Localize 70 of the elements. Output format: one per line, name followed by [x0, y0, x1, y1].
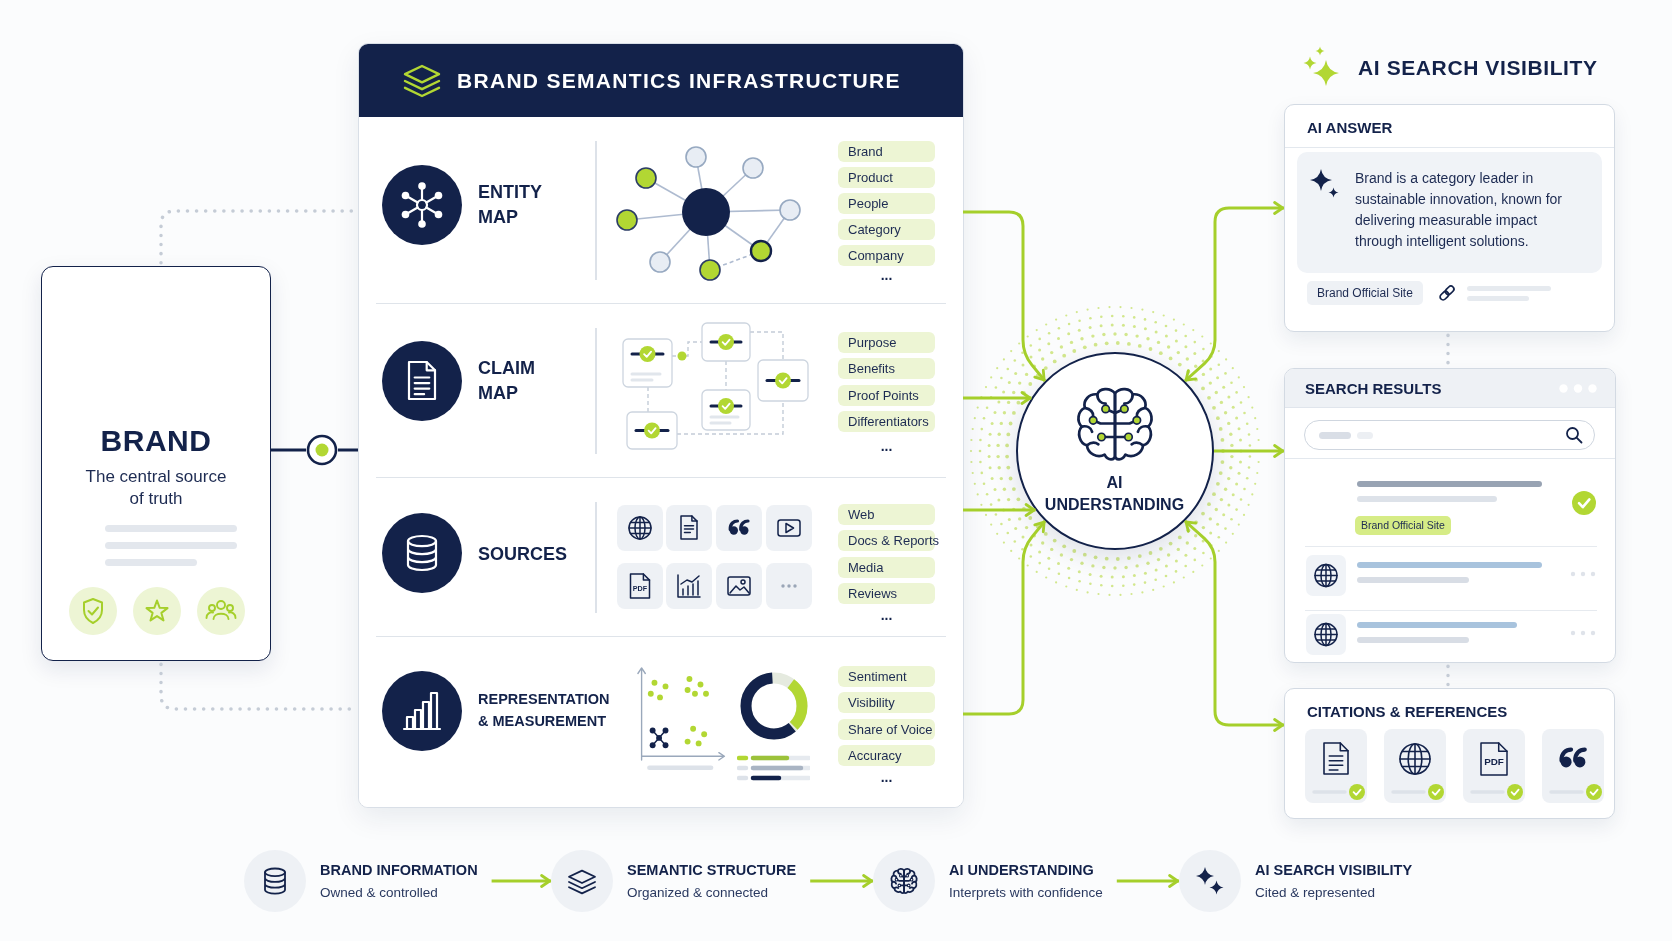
category-tag: Company — [838, 244, 935, 266]
panel-title: BRAND SEMANTICS INFRASTRUCTURE — [457, 69, 901, 93]
step-subtitle: Organized & connected — [627, 884, 769, 901]
dotted-line — [1446, 333, 1450, 367]
source-tag: Brand Official Site — [1307, 281, 1423, 305]
answer-text: Brand is a category leader in sustainable innovation, known for delivering measurable impact through intelligent solutions. — [1355, 169, 1564, 251]
infrastructure-panel — [358, 43, 964, 808]
step-title: SEMANTIC STRUCTURE — [627, 861, 797, 879]
step-title: BRAND INFORMATION — [320, 861, 478, 879]
answer-panel — [1297, 152, 1602, 273]
step-subtitle: Interprets with confidence — [949, 884, 1103, 901]
category-tag: Web — [838, 503, 935, 525]
ellipsis: ... — [879, 608, 894, 622]
brand-card — [41, 266, 271, 661]
step-title: AI SEARCH VISIBILITY — [1255, 861, 1413, 879]
section-heading: REPRESENTATION & MEASUREMENT — [478, 690, 611, 731]
connector-line — [338, 448, 358, 452]
arrow — [963, 520, 1047, 716]
arrow — [1184, 519, 1284, 732]
section-row — [359, 637, 963, 807]
column-heading: AI SEARCH VISIBILITY — [1358, 56, 1598, 80]
category-tag: Accuracy — [838, 745, 935, 766]
category-tag: Visibility — [838, 692, 935, 713]
category-tag: Proof Points — [838, 384, 935, 406]
category-tag: Product — [838, 166, 935, 188]
section-heading: CLAIM MAP — [478, 357, 536, 405]
section-heading: SOURCES — [478, 543, 568, 566]
category-tag: Purpose — [838, 331, 935, 353]
answer-card — [1284, 104, 1615, 332]
pdf-icon: PDF — [1463, 729, 1525, 803]
hub-circle — [1016, 352, 1214, 550]
dotted-line — [1446, 664, 1450, 687]
card-heading: SEARCH RESULTS — [1305, 380, 1442, 398]
card-heading: CITATIONS & REFERENCES — [1307, 703, 1508, 721]
ellipsis: ... — [879, 439, 894, 453]
category-tag: Media — [838, 556, 935, 578]
arrow — [963, 391, 1032, 405]
step-subtitle: Owned & controlled — [320, 884, 438, 901]
category-tag: Share of Voice — [838, 718, 935, 740]
category-tag: Sentiment — [838, 665, 935, 687]
arrow — [810, 874, 873, 888]
category-tag: Brand — [838, 140, 935, 162]
section-row — [359, 478, 963, 637]
arrow — [963, 210, 1047, 382]
section-heading: ENTITY MAP — [478, 181, 543, 229]
arrow — [491, 874, 551, 888]
step-subtitle: Cited & represented — [1255, 884, 1376, 901]
section-row — [359, 117, 963, 304]
arrow — [1116, 874, 1179, 888]
category-tag: Differentiators — [838, 411, 935, 432]
category-tag: People — [838, 192, 935, 214]
citations-card — [1284, 688, 1615, 819]
arrow — [1214, 444, 1284, 458]
connector-ring — [306, 434, 338, 466]
card-subtitle: The central source of truth — [84, 466, 228, 510]
connector-line — [271, 448, 306, 452]
hub-label: AI UNDERSTANDING — [1043, 473, 1186, 515]
category-tag: Benefits — [838, 358, 935, 379]
arrow — [963, 503, 1036, 517]
card-title: BRAND — [99, 423, 213, 459]
ellipsis: ... — [879, 770, 894, 784]
category-tag: Reviews — [838, 583, 935, 604]
source-tag: Brand Official Site — [1355, 516, 1451, 535]
arrow — [1184, 201, 1284, 383]
section-row — [359, 304, 963, 478]
ellipsis: ... — [879, 268, 894, 282]
results-card — [1284, 368, 1616, 663]
category-tag: Category — [838, 218, 935, 240]
card-heading: AI ANSWER — [1307, 119, 1393, 137]
step-title: AI UNDERSTANDING — [949, 861, 1094, 879]
